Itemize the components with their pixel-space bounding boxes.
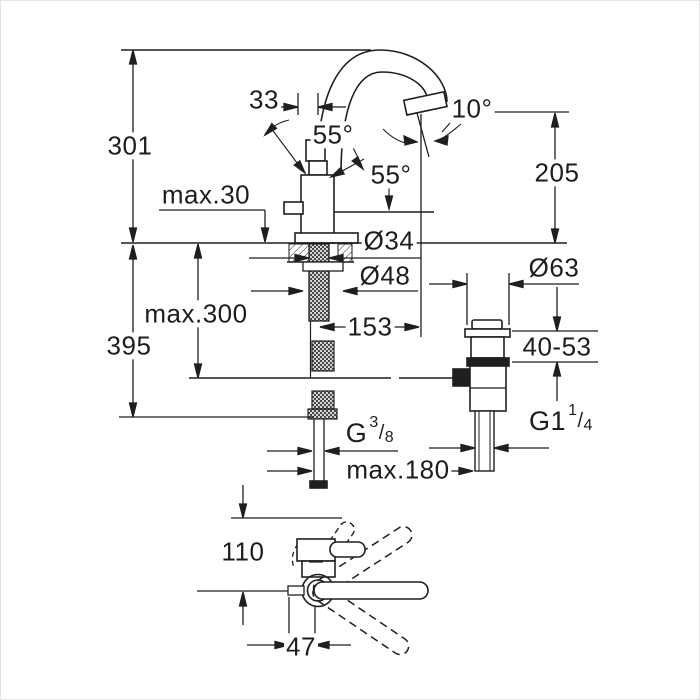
hose-end-fitting <box>309 480 328 489</box>
topview-left-stub <box>287 585 305 596</box>
threaded-shank <box>308 243 330 322</box>
cartridge-neck <box>308 160 328 176</box>
thread-g38-base: G <box>345 417 368 448</box>
hose-nut <box>307 408 338 420</box>
rod-connector <box>452 368 470 387</box>
spout-swivel-up-dashed <box>312 525 413 598</box>
aerator <box>402 90 448 116</box>
waste-top-flange <box>464 328 511 338</box>
dia-34-label: Ø34 <box>361 225 417 256</box>
thread-g38-denominator: 8 <box>384 428 395 446</box>
dim-33-label: 33 <box>247 84 281 115</box>
spout-swivel-down-dashed <box>312 583 410 656</box>
dim-395-label: 395 <box>104 330 154 361</box>
thread-g38-slash: / <box>378 421 385 444</box>
thread-g114-label: G1 1 / 4 <box>527 402 595 436</box>
waste-plug-cap <box>471 319 503 330</box>
dia-63-label: Ø63 <box>526 252 582 283</box>
dim-205-label: 205 <box>532 157 582 188</box>
angle-10-label: 10° <box>449 93 495 124</box>
thread-g38-label: G 3 / 8 <box>343 414 397 448</box>
base-escutcheon <box>294 232 359 244</box>
thread-g38-numerator: 3 <box>369 413 379 431</box>
dim-110-label: 110 <box>219 536 267 567</box>
mounting-ring <box>302 261 344 272</box>
dim-max180-label: max.180 <box>344 454 452 485</box>
topview-spout <box>313 581 429 600</box>
top-view-faucet <box>197 517 429 656</box>
dim-47-label: 47 <box>284 631 318 662</box>
pop-up-waste <box>189 319 511 472</box>
dim-153-label: 153 <box>345 311 395 342</box>
spout-outer-arc <box>316 49 448 176</box>
waste-clamp-flange <box>466 357 510 367</box>
waste-neck <box>470 336 505 359</box>
angle-55-lower-label: 55° <box>368 159 414 190</box>
dim-301-label: 301 <box>105 130 155 161</box>
angle-55-upper-label: 55° <box>310 119 356 150</box>
dim-max300-label: max.300 <box>142 298 250 329</box>
front-view-faucet <box>121 49 567 489</box>
thread-g114-numerator: 1 <box>568 401 578 419</box>
hose-connector-upper <box>311 340 335 372</box>
dim-40-53-label: 40-53 <box>520 331 594 362</box>
dia-48-label: Ø48 <box>357 260 413 291</box>
topview-lever <box>329 541 366 558</box>
topview-body-lower <box>301 560 336 578</box>
waste-tailpipe <box>474 410 495 472</box>
dim-max30-label: max.30 <box>159 179 253 210</box>
hose-connector-lower <box>311 390 335 410</box>
thread-g114-slash: / <box>577 409 584 432</box>
lever-grip <box>283 201 304 215</box>
spray-angle-line <box>416 112 430 158</box>
thread-g114-base: G1 <box>529 405 567 436</box>
thread-g114-denominator: 4 <box>583 416 593 434</box>
